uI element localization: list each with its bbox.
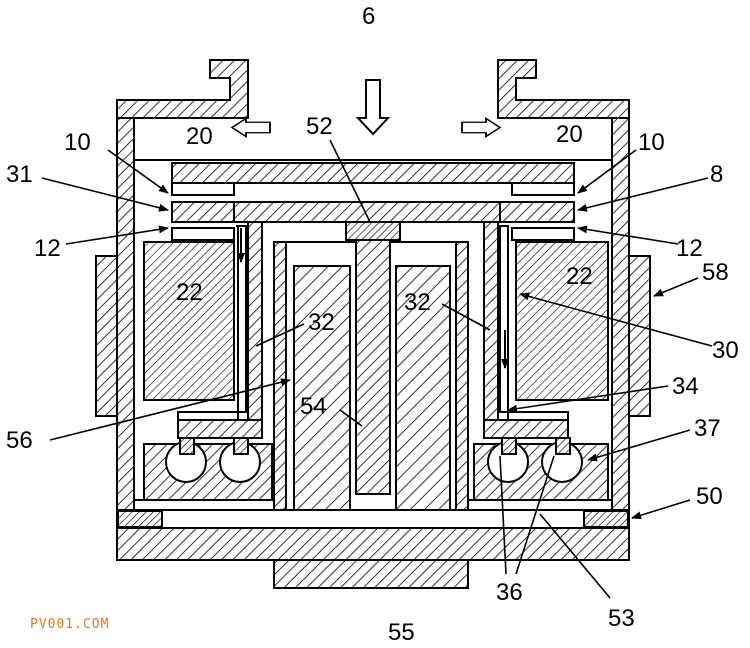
label-31: 31 [6,161,33,188]
leader-34 [507,385,669,413]
label-12-left: 12 [34,235,61,262]
top-plate [171,162,575,184]
left-outer-coil [95,255,118,417]
leader-12-left [65,225,169,245]
label-20-right: 20 [556,121,583,148]
right-inner-tube [483,221,499,439]
right-magnet-22 [511,227,575,241]
left-bracket [177,419,263,439]
left-coil-winding [143,241,235,401]
central-rod-54 [355,237,391,495]
leader-54 [339,409,363,427]
flow-arrow-right [461,117,502,138]
label-32-left: 32 [308,309,335,336]
left-bottom-seal [117,510,163,528]
right-top-clamp [497,59,630,119]
input-arrow-6 [355,79,391,136]
leader-8 [577,177,709,212]
left-roller-pin-b [233,437,249,455]
label-54: 54 [300,393,327,420]
right-roller-pin-b [555,437,571,455]
right-magnet-20 [511,182,575,196]
label-37: 37 [694,415,721,442]
label-58: 58 [702,259,729,286]
watermark: PV001.COM [30,617,109,632]
leader-58 [653,277,699,297]
left-magnet-22 [171,227,235,241]
label-10-left: 10 [64,129,91,156]
leader-10-left [107,149,169,194]
right-outer-coil [628,255,651,417]
label-32-right: 32 [404,289,431,316]
right-bracket [483,419,569,439]
left-shell-wall [273,241,287,511]
leader-50 [631,499,691,520]
right-electrode [395,265,451,511]
label-50: 50 [696,483,723,510]
leader-31 [41,177,169,212]
label-10-right: 10 [638,129,665,156]
leader-56 [49,378,291,441]
leader-37 [587,429,691,462]
mount-block-55 [273,559,469,589]
right-coil-winding [515,241,609,401]
label-6: 6 [362,3,375,30]
label-30: 30 [712,337,739,364]
left-inner-tube [247,221,263,439]
label-22-left: 22 [176,279,203,306]
leader-36-b [515,455,555,575]
left-housing-wall [116,113,135,513]
right-roller-pin-a [501,437,517,455]
label-55: 55 [388,619,415,646]
middle-plate [171,201,575,223]
bottom-plate [116,527,630,561]
label-36: 36 [496,579,523,606]
left-top-clamp [116,59,249,119]
label-8: 8 [710,161,723,188]
right-shell-wall [455,241,469,511]
leader-53 [539,513,611,599]
leader-10-right [577,149,637,194]
label-52: 52 [306,113,333,140]
right-bottom-seal [583,510,629,528]
label-22-right: 22 [566,263,593,290]
leader-30 [519,292,713,347]
leader-32-left [255,323,305,347]
label-20-left: 20 [186,123,213,150]
label-34: 34 [672,373,699,400]
rod-cap-52 [345,221,401,241]
leader-12-right [577,225,679,245]
label-12-right: 12 [676,235,703,262]
label-56: 56 [6,427,33,454]
flow-arrow-left [230,117,271,138]
leader-32-right [441,303,491,331]
bottom-housing-plate [116,509,630,529]
leader-52 [329,139,371,223]
left-electrode [293,265,351,511]
leader-36-a [499,455,507,575]
left-roller-pin-a [179,437,195,455]
left-magnet-20 [171,182,235,196]
label-53: 53 [608,605,635,632]
